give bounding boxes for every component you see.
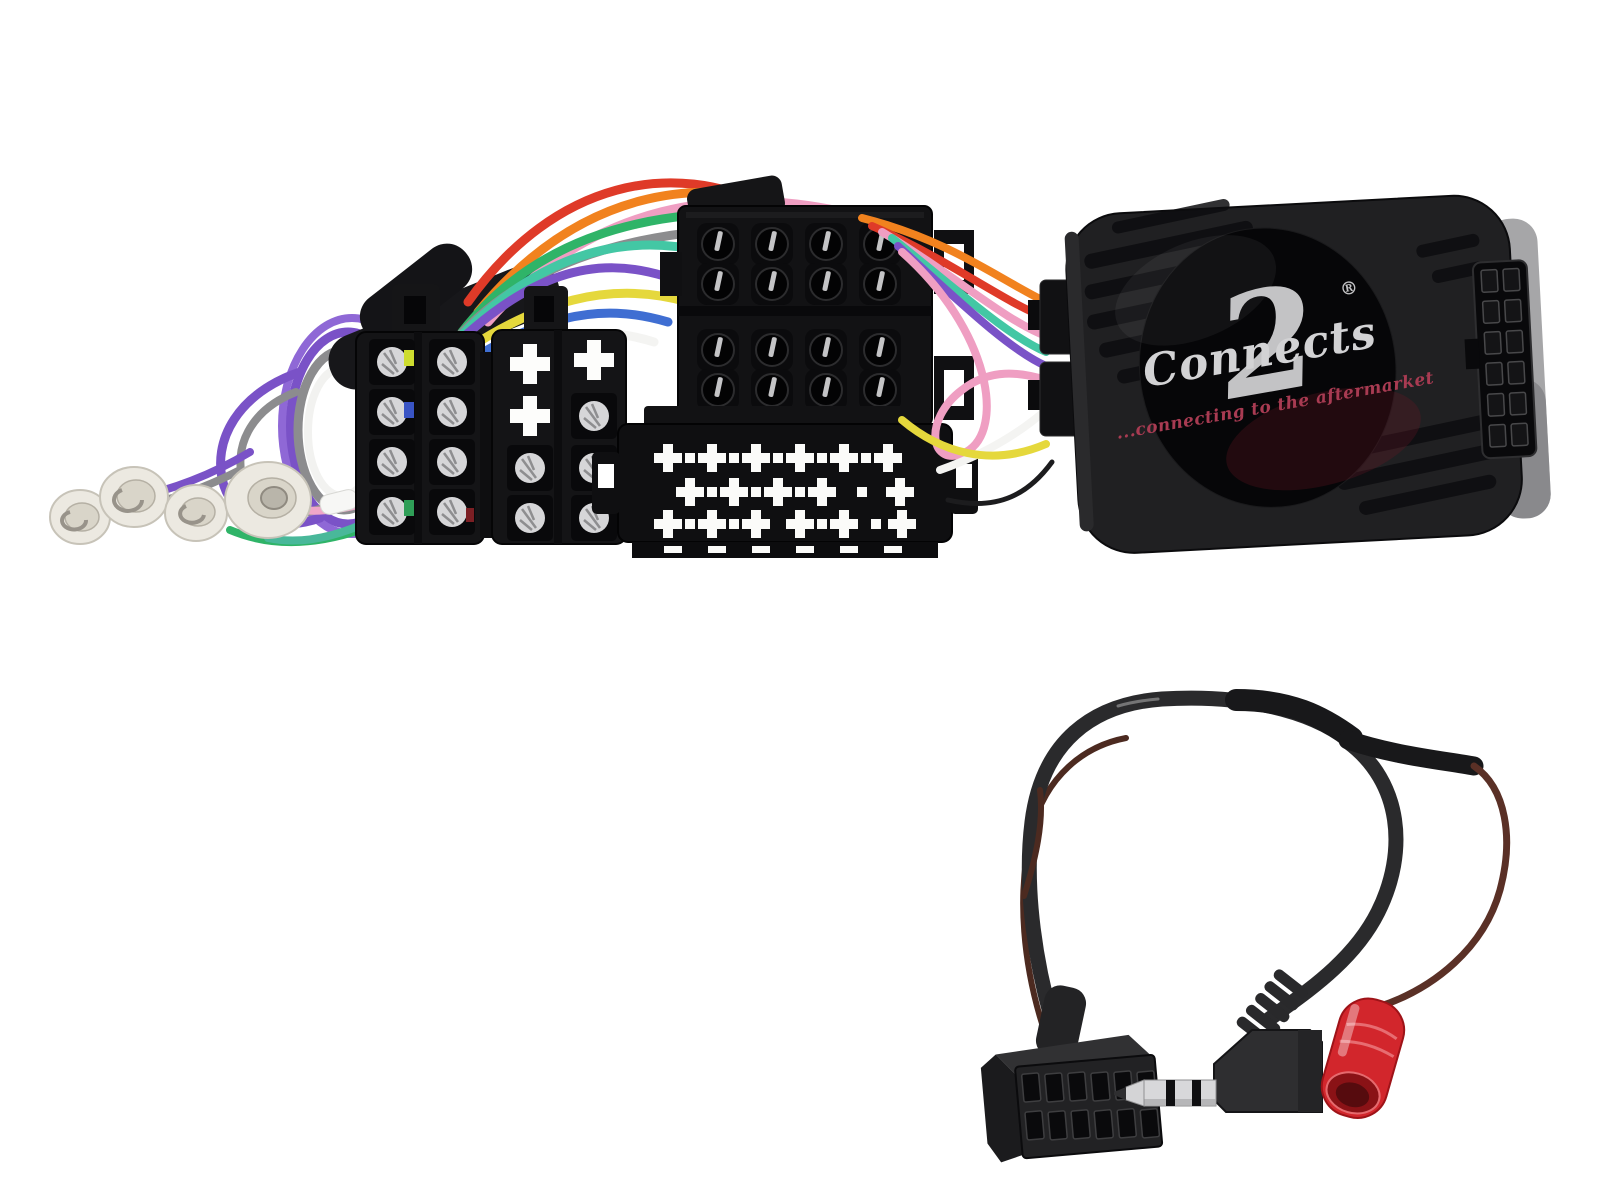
harness-assembly: 2 Connects ® ...connecting to the afterm… bbox=[49, 175, 1551, 558]
box-wire-orange bbox=[858, 214, 1050, 306]
pin bbox=[505, 493, 555, 543]
socket-hole bbox=[858, 328, 902, 372]
wing-window bbox=[598, 464, 614, 488]
gloss-red-sheen bbox=[1226, 387, 1421, 491]
plug-latch bbox=[1028, 380, 1042, 410]
jack-insulator-ring bbox=[1192, 1080, 1201, 1106]
socket-hole bbox=[858, 368, 902, 412]
plug-latch bbox=[1028, 300, 1042, 330]
socket-hole bbox=[750, 328, 794, 372]
jack-body-shade bbox=[1298, 1030, 1322, 1112]
pin bbox=[427, 387, 477, 437]
socket-hole bbox=[696, 328, 740, 372]
registered-mark: ® bbox=[1338, 277, 1359, 301]
molex-body bbox=[1014, 1053, 1164, 1160]
groove bbox=[554, 330, 562, 544]
bullet-terminal-2 bbox=[99, 466, 169, 528]
socket-notch bbox=[1464, 338, 1481, 370]
jack-tip-point bbox=[1114, 1087, 1126, 1100]
key-blue bbox=[404, 402, 414, 418]
latch-notch bbox=[534, 296, 554, 322]
socket-hole bbox=[750, 222, 794, 266]
terminal-ridge bbox=[1346, 1022, 1398, 1041]
pin bbox=[367, 437, 417, 487]
terminal-ridge bbox=[1339, 1039, 1395, 1058]
jack-shaft-shade bbox=[1144, 1099, 1216, 1106]
cable-glint bbox=[1116, 697, 1160, 708]
bullet-terminal-3 bbox=[164, 484, 228, 542]
pin-header-connector bbox=[592, 406, 978, 558]
key-yellow bbox=[404, 350, 414, 366]
bullet-terminal-4 bbox=[224, 461, 312, 539]
molex-end-cap bbox=[980, 1054, 1025, 1163]
interface-box: 2 Connects ® ...connecting to the afterm… bbox=[1064, 194, 1551, 554]
groove bbox=[414, 332, 422, 544]
molex-sockets bbox=[1020, 1070, 1161, 1141]
latch-notch bbox=[404, 296, 426, 324]
socket-hole bbox=[858, 262, 902, 306]
socket-hole bbox=[696, 222, 740, 266]
box-wire-yellow bbox=[898, 416, 1050, 460]
box-wire-white bbox=[936, 406, 1050, 474]
terminal-bore bbox=[1335, 1082, 1370, 1108]
molex-12pin-plug bbox=[980, 1034, 1164, 1163]
box-side-socket bbox=[1464, 259, 1538, 460]
top-lip bbox=[644, 406, 930, 428]
divider bbox=[678, 306, 932, 316]
socket-hole bbox=[750, 262, 794, 306]
socket-cells bbox=[1480, 267, 1529, 448]
bullet-terminal-1 bbox=[49, 489, 111, 545]
socket-hole bbox=[804, 328, 848, 372]
key-green bbox=[404, 500, 414, 516]
molex-strain-relief bbox=[1035, 985, 1087, 1059]
red-bullet-terminal bbox=[1320, 997, 1406, 1119]
pin bbox=[427, 437, 477, 487]
ribs-top-right bbox=[1416, 233, 1486, 283]
jack-insulator-ring bbox=[1166, 1080, 1175, 1106]
box-wire-pink-loop bbox=[898, 248, 1050, 460]
side-tab bbox=[660, 252, 682, 296]
patch-tape-right bbox=[1338, 730, 1484, 776]
quadlock-connector bbox=[660, 175, 974, 427]
socket-hole bbox=[750, 368, 794, 412]
box-wire-black bbox=[945, 459, 1055, 506]
bullet-terminals bbox=[49, 461, 312, 545]
edge-highlight bbox=[686, 212, 924, 218]
socket-hole bbox=[696, 262, 740, 306]
terminal-highlight bbox=[1337, 1003, 1360, 1057]
socket-hole bbox=[804, 368, 848, 412]
gloss-highlight bbox=[1115, 235, 1277, 346]
pin bbox=[569, 391, 619, 441]
socket-hole bbox=[804, 262, 848, 306]
socket-hole bbox=[804, 222, 848, 266]
patch-brown-wire-right bbox=[1377, 762, 1511, 1010]
wing-window bbox=[956, 464, 972, 488]
iso-connector-left bbox=[355, 284, 485, 545]
socket-hole bbox=[696, 368, 740, 412]
pin bbox=[505, 443, 555, 493]
box-left-highlight bbox=[1064, 231, 1094, 532]
patch-tape-wrap bbox=[1225, 689, 1363, 749]
key-red bbox=[466, 508, 474, 522]
brown-wire-crossover bbox=[1021, 787, 1045, 899]
pin bbox=[427, 337, 477, 387]
flange-slots bbox=[664, 546, 902, 553]
gloss-panel bbox=[1138, 227, 1397, 508]
right-angle-jack bbox=[1114, 969, 1323, 1113]
patch-lead bbox=[980, 689, 1511, 1163]
